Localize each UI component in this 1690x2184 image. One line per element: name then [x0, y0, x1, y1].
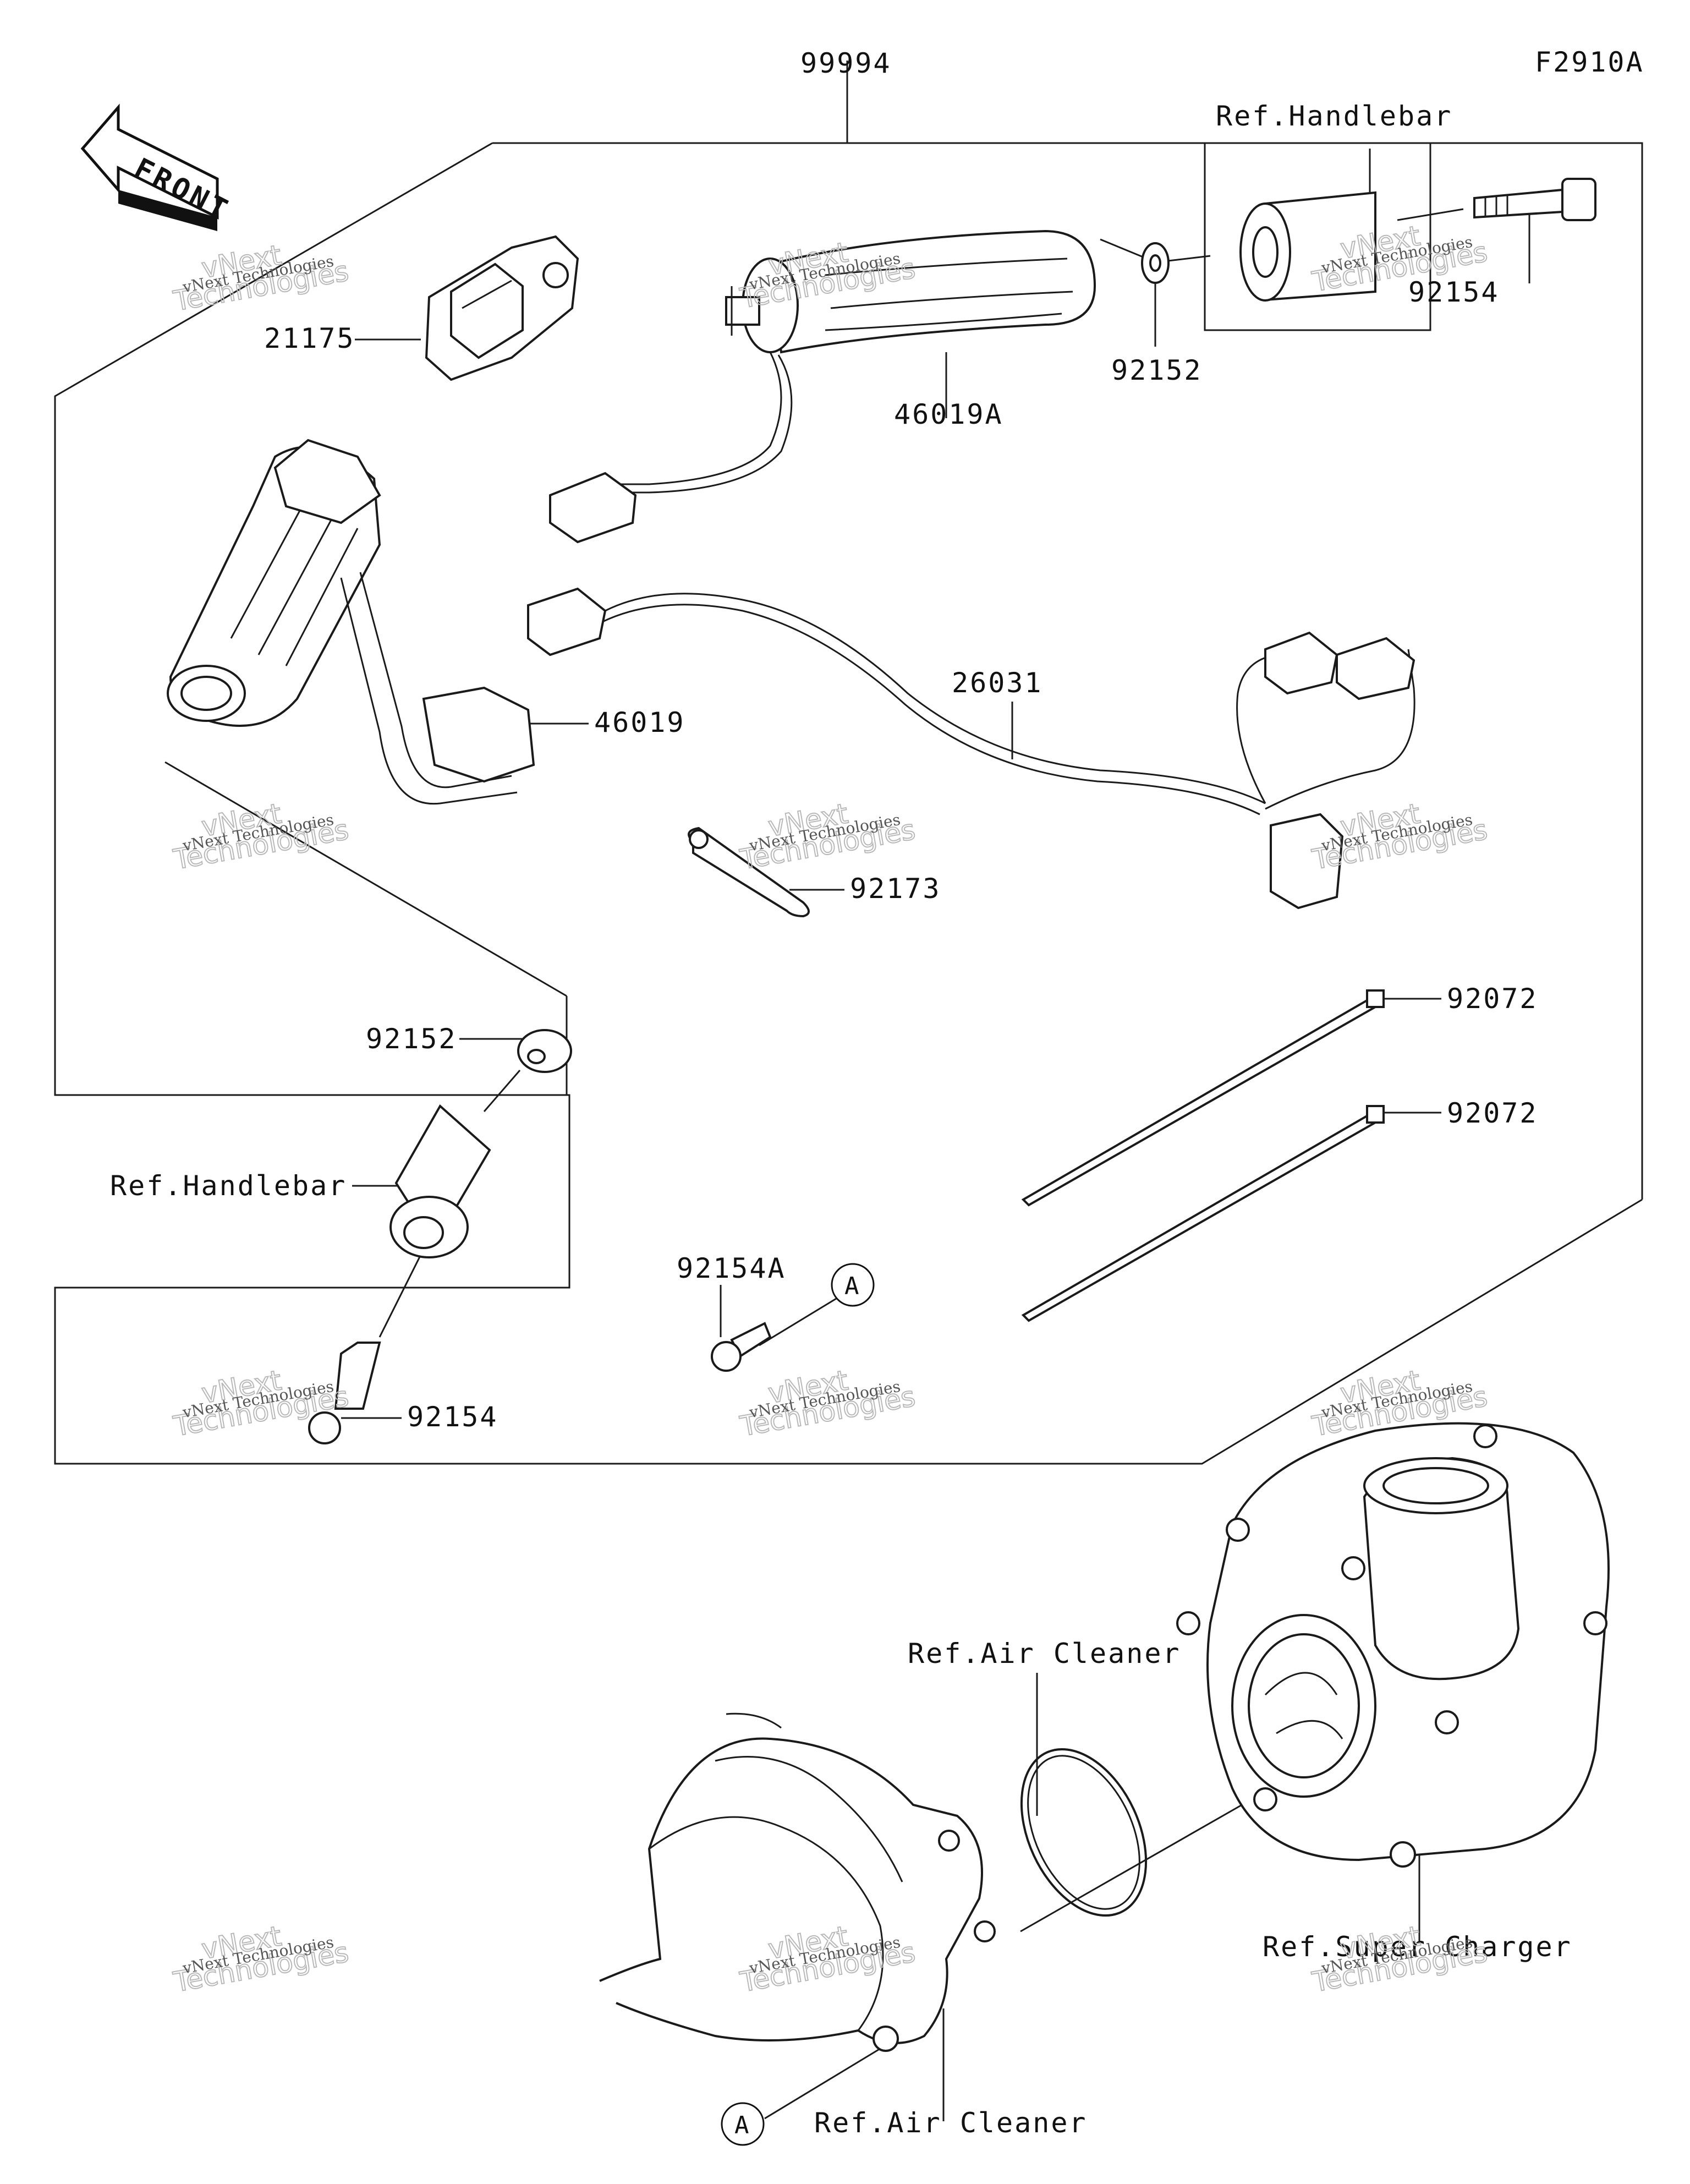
bolt-top-label: 92154 — [1408, 276, 1500, 308]
grip-left-46019 — [167, 439, 535, 805]
collar-left-label: 92152 — [366, 1023, 457, 1055]
band-2-label: 92072 — [1447, 1097, 1538, 1129]
front-arrow-icon: FRONT — [80, 103, 235, 231]
collar-left-92152 — [517, 1029, 572, 1073]
bolt-top-92154 — [1473, 178, 1596, 221]
bolt-a-label: 92154A — [677, 1252, 786, 1284]
svg-text:A: A — [734, 2111, 749, 2139]
bolt-left-92154 — [308, 1342, 381, 1444]
harness-label: 26031 — [952, 667, 1043, 699]
air-cleaner-bottom-label: Ref.Air Cleaner — [814, 2107, 1088, 2139]
callout-a-top: A — [831, 1263, 875, 1307]
super-charger-bolts — [1176, 1424, 1607, 1868]
air-cleaner-ring — [1020, 1748, 1148, 1917]
collar-top-label: 92152 — [1111, 354, 1203, 386]
handlebar-top — [1239, 191, 1376, 302]
handlebar-left — [389, 1104, 491, 1258]
handlebar-top-label: Ref.Handlebar — [1216, 100, 1452, 132]
super-charger-label: Ref.Super Charger — [1263, 1931, 1572, 1963]
band-2-92072 — [1021, 1105, 1385, 1322]
bolt-92154a — [711, 1322, 772, 1372]
handlebar-left-label: Ref.Handlebar — [110, 1170, 347, 1202]
callout-a-bottom: A — [721, 2102, 765, 2146]
kit-label: 99994 — [800, 47, 892, 79]
grip-left-label: 46019 — [594, 707, 685, 738]
super-charger — [1176, 1422, 1610, 1868]
connector-label: 21175 — [264, 322, 355, 354]
grip-right-label: 46019A — [894, 398, 1003, 430]
clamp-92173 — [688, 826, 810, 918]
air-cleaner-top-label: Ref.Air Cleaner — [908, 1638, 1181, 1670]
svg-text:A: A — [844, 1272, 859, 1300]
band-1-label: 92072 — [1447, 983, 1538, 1015]
clamp-label: 92173 — [850, 873, 941, 905]
bolt-left-label: 92154 — [407, 1401, 498, 1433]
band-1-92072 — [1021, 989, 1385, 1207]
harness-26031 — [527, 587, 1415, 910]
kit-frame — [54, 61, 1643, 1465]
air-cleaner-housing — [599, 1712, 996, 2052]
collar-top-92152 — [1141, 242, 1170, 284]
figure-code: F2910A — [1535, 46, 1644, 78]
grip-right-46019a — [549, 229, 1096, 544]
connector-21175 — [425, 235, 579, 381]
